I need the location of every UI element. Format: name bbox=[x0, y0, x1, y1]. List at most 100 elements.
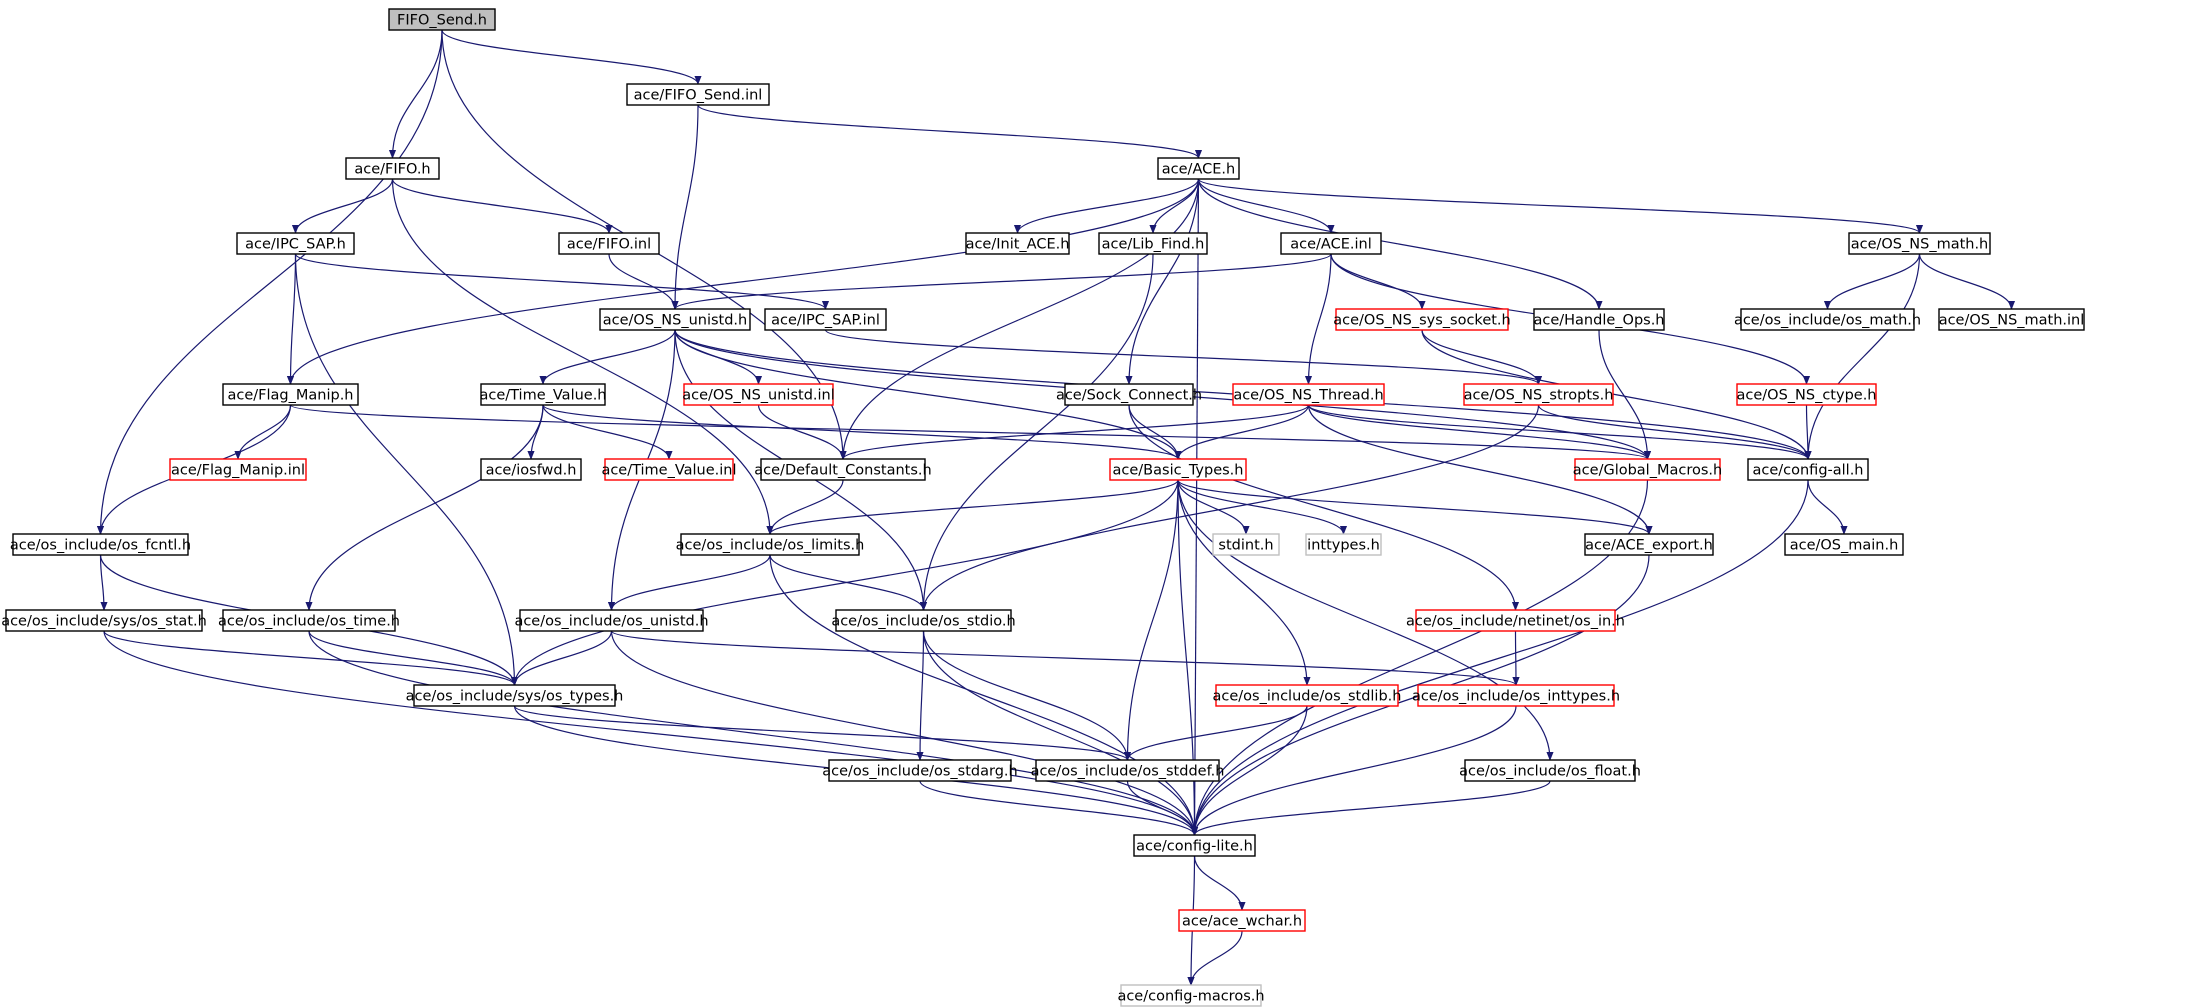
node-sys_os_types_h[interactable]: ace/os_include/sys/os_types.h bbox=[406, 684, 624, 707]
edge-os_ns_stropts_h-to-os_stdio_h bbox=[919, 404, 1540, 611]
node-sock_connect_h[interactable]: ace/Sock_Connect.h bbox=[1056, 383, 1202, 406]
node-os_inttypes_h[interactable]: ace/os_include/os_inttypes.h bbox=[1412, 684, 1620, 707]
node-os_stddef_h[interactable]: ace/os_include/os_stddef.h bbox=[1031, 759, 1225, 782]
node-box bbox=[1120, 984, 1262, 1007]
node-os_stdlib_h[interactable]: ace/os_include/os_stdlib.h bbox=[1213, 684, 1402, 707]
node-global_macros_h[interactable]: ace/Global_Macros.h bbox=[1573, 458, 1722, 481]
node-os_ns_unistd_inl[interactable]: ace/OS_NS_unistd.inl bbox=[682, 383, 835, 406]
node-label: ace/OS_NS_sys_socket.h bbox=[1333, 313, 1510, 329]
node-flag_manip_h[interactable]: ace/Flag_Manip.h bbox=[222, 383, 359, 406]
node-os_ns_stropts_h[interactable]: ace/OS_NS_stropts.h bbox=[1463, 383, 1614, 406]
node-box bbox=[413, 684, 616, 707]
node-os_ns_math_h[interactable]: ace/OS_NS_math.h bbox=[1848, 232, 1991, 255]
node-flag_manip_inl[interactable]: ace/Flag_Manip.inl bbox=[169, 458, 307, 481]
node-os_main_h[interactable]: ace/OS_main.h bbox=[1784, 533, 1904, 556]
edge-global_macros_h-to-config_lite_h bbox=[1190, 479, 1649, 836]
node-sys_os_stat_h[interactable]: ace/os_include/sys/os_stat.h bbox=[1, 609, 207, 632]
node-ace_wchar_h[interactable]: ace/ace_wchar.h bbox=[1178, 909, 1306, 932]
edge-os_unistd_h-to-config_lite_h bbox=[610, 630, 1199, 836]
node-box bbox=[1584, 533, 1714, 556]
node-label: ace/os_include/os_fcntl.h bbox=[10, 538, 191, 554]
node-basic_types_h[interactable]: ace/Basic_Types.h bbox=[1109, 458, 1247, 481]
node-box bbox=[599, 308, 751, 331]
node-ace_export_h[interactable]: ace/ACE_export.h bbox=[1584, 533, 1714, 556]
node-lib_find_h[interactable]: ace/Lib_Find.h bbox=[1098, 232, 1208, 255]
node-box bbox=[835, 609, 1012, 632]
node-os_time_h[interactable]: ace/os_include/os_time.h bbox=[218, 609, 400, 632]
edge-fifo_send_h-to-os_fcntl_h bbox=[96, 29, 443, 535]
node-label: ace/OS_NS_math.h bbox=[1851, 237, 1989, 253]
node-init_ace_h[interactable]: ace/Init_ACE.h bbox=[965, 232, 1070, 255]
node-label: ace/os_include/os_math.h bbox=[1734, 313, 1921, 329]
node-config_all_h[interactable]: ace/config-all.h bbox=[1747, 458, 1869, 481]
node-label: ace/iosfwd.h bbox=[486, 463, 577, 479]
node-stdint_h[interactable]: stdint.h bbox=[1212, 533, 1280, 556]
node-label: ace/os_include/os_stddef.h bbox=[1031, 764, 1225, 780]
node-os_stdarg_h[interactable]: ace/os_include/os_stdarg.h bbox=[822, 759, 1018, 782]
node-os_ns_sys_socket_h[interactable]: ace/OS_NS_sys_socket.h bbox=[1333, 308, 1511, 331]
node-label: ace/Basic_Types.h bbox=[1113, 463, 1244, 479]
node-config_lite_h[interactable]: ace/config-lite.h bbox=[1133, 834, 1256, 857]
node-os_unistd_h[interactable]: ace/os_include/os_unistd.h bbox=[514, 609, 709, 632]
node-box bbox=[1740, 308, 1915, 331]
node-os_ns_unistd_h[interactable]: ace/OS_NS_unistd.h bbox=[599, 308, 751, 331]
node-label: ace/config-lite.h bbox=[1136, 839, 1253, 855]
node-fifo_inl[interactable]: ace/FIFO.inl bbox=[558, 232, 660, 255]
node-os_limits_h[interactable]: ace/os_include/os_limits.h bbox=[676, 533, 865, 556]
node-time_value_h[interactable]: ace/Time_Value.h bbox=[479, 383, 607, 406]
edge-os_stdarg_h-to-config_lite_h bbox=[919, 780, 1199, 836]
node-inttypes_h[interactable]: inttypes.h bbox=[1305, 533, 1382, 556]
node-box bbox=[1784, 533, 1904, 556]
node-box bbox=[604, 458, 734, 481]
edge-basic_types_h-to-os_limits_h bbox=[766, 479, 1179, 535]
edge-os_ns_unistd_inl-to-default_constants_h bbox=[757, 404, 847, 460]
edge-os_inttypes_h-to-config_lite_h bbox=[1190, 705, 1517, 836]
node-os_in_h[interactable]: ace/os_include/netinet/os_in.h bbox=[1406, 609, 1625, 632]
node-box bbox=[626, 83, 770, 106]
edge-os_stdlib_h-to-os_stddef_h bbox=[1123, 705, 1308, 761]
node-label: ace/Time_Value.h bbox=[479, 388, 606, 404]
node-time_value_inl[interactable]: ace/Time_Value.inl bbox=[601, 458, 737, 481]
edge-default_constants_h-to-os_limits_h bbox=[766, 479, 844, 535]
node-config_macros_h[interactable]: ace/config-macros.h bbox=[1117, 984, 1265, 1007]
edge-ace_h-to-os_ns_math_h bbox=[1197, 178, 1923, 234]
edge-sys_os_stat_h-to-sys_os_types_h bbox=[103, 630, 518, 686]
node-label: ace/Init_ACE.h bbox=[966, 237, 1070, 253]
edge-os_ns_math_h-to-config_all_h bbox=[1804, 253, 1921, 460]
node-box bbox=[12, 533, 189, 556]
node-label: ace/Global_Macros.h bbox=[1573, 463, 1722, 479]
node-box bbox=[236, 232, 355, 255]
node-os_ns_math_inl[interactable]: ace/OS_NS_math.inl bbox=[1938, 308, 2085, 331]
node-box bbox=[1938, 308, 2085, 331]
node-os_math_h[interactable]: ace/os_include/os_math.h bbox=[1734, 308, 1921, 331]
node-ace_h[interactable]: ace/ACE.h bbox=[1157, 157, 1240, 180]
node-ace_inl[interactable]: ace/ACE.inl bbox=[1280, 232, 1382, 255]
node-os_ns_thread_h[interactable]: ace/OS_NS_Thread.h bbox=[1232, 383, 1385, 406]
node-ipc_sap_inl[interactable]: ace/IPC_SAP.inl bbox=[764, 308, 887, 331]
node-box bbox=[480, 383, 606, 406]
edge-fifo_send_h-to-fifo_h bbox=[388, 29, 443, 159]
node-label: ace/FIFO_Send.inl bbox=[634, 88, 763, 104]
node-box bbox=[222, 609, 396, 632]
edge-os_ns_thread_h-to-basic_types_h bbox=[1174, 404, 1310, 460]
node-fifo_h[interactable]: ace/FIFO.h bbox=[345, 157, 440, 180]
node-iosfwd_h[interactable]: ace/iosfwd.h bbox=[480, 458, 582, 481]
node-os_stdio_h[interactable]: ace/os_include/os_stdio.h bbox=[831, 609, 1016, 632]
node-box bbox=[1305, 533, 1382, 556]
node-os_ns_ctype_h[interactable]: ace/OS_NS_ctype.h bbox=[1736, 383, 1877, 406]
node-box bbox=[1064, 383, 1194, 406]
node-layer: FIFO_Send.h ace/FIFO_Send.inl ace/FIFO.h ac… bbox=[1, 8, 2085, 1007]
node-fifo_send_inl[interactable]: ace/FIFO_Send.inl bbox=[626, 83, 770, 106]
node-handle_ops_h[interactable]: ace/Handle_Ops.h bbox=[1533, 308, 1665, 331]
node-os_fcntl_h[interactable]: ace/os_include/os_fcntl.h bbox=[10, 533, 191, 556]
edge-os_ns_math_h-to-os_ns_math_inl bbox=[1918, 253, 2016, 310]
edge-fifo_h-to-os_limits_h bbox=[391, 178, 774, 535]
node-fifo_send_h: FIFO_Send.h bbox=[388, 8, 496, 31]
node-box bbox=[683, 383, 834, 406]
node-label: ace/config-all.h bbox=[1752, 463, 1863, 479]
node-default_constants_h[interactable]: ace/Default_Constants.h bbox=[754, 458, 932, 481]
node-os_float_h[interactable]: ace/os_include/os_float.h bbox=[1459, 759, 1641, 782]
node-ipc_sap_h[interactable]: ace/IPC_SAP.h bbox=[236, 232, 355, 255]
node-label: ace/OS_NS_unistd.inl bbox=[682, 388, 835, 404]
edge-time_value_h-to-time_value_inl bbox=[542, 404, 673, 460]
